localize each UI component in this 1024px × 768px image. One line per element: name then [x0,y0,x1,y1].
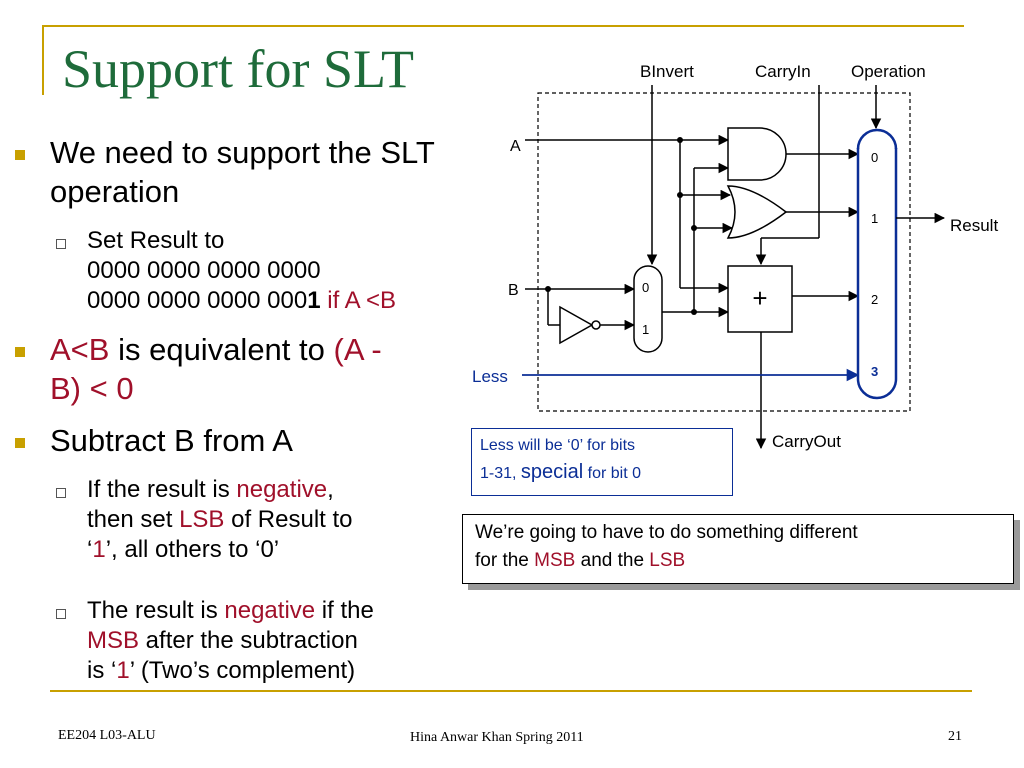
small-mux-1: 1 [642,322,649,337]
and-gate [727,127,787,181]
result-mux [857,129,897,399]
bullet-slt: We need to support the SLT operation [50,135,435,209]
bullet-equivalent: A<B is equivalent to (A - B) < 0 [50,332,382,406]
a-label: A [510,138,521,155]
adder [727,265,793,333]
carryin-label: CarryIn [755,62,811,81]
slide-title: Support for SLT [62,39,415,99]
big-mux-0: 0 [871,150,878,165]
sub-bullet-marker [56,609,66,619]
binvert-mux [633,265,663,353]
b-label: B [508,282,519,299]
msb-lsb-note-box: We’re going to have to do something diff… [462,514,1014,584]
footer-author: Hina Anwar Khan Spring 2011 [410,730,584,745]
sub-bullet-marker [56,239,66,249]
less-label: Less [472,367,508,386]
carryout-label: CarryOut [772,432,841,451]
big-mux-3: 3 [871,364,878,379]
bullet-subtract: Subtract B from A [50,423,293,458]
sub-bullet-set-result: Set Result to 0000 0000 0000 0000 0000 0… [87,227,396,314]
sub-bullet-negative-lsb: If the result is negative, then set LSB … [87,476,353,563]
sub-bullet-marker [56,488,66,498]
big-mux-2: 2 [871,292,878,307]
frame-bottom-line [50,690,972,692]
small-mux-0: 0 [642,280,649,295]
sub-bullet-msb: The result is negative if the MSB after … [87,597,374,684]
alu-boundary [537,92,911,412]
bullet-marker [15,347,25,357]
big-mux-1: 1 [871,211,878,226]
result-label: Result [950,216,998,235]
page-number: 21 [948,729,962,744]
bullet-marker [15,150,25,160]
inverter [559,305,594,345]
frame-top-line [42,25,964,27]
operation-label: Operation [851,62,926,81]
less-note-box: Less will be ‘0’ for bits 1-31, special … [471,428,733,496]
binvert-label: BInvert [640,62,694,81]
footer-course: EE204 L03-ALU [58,728,156,743]
adder-plus: + [752,283,767,313]
or-gate [726,185,788,239]
frame-left-line [42,25,44,95]
bullet-marker [15,438,25,448]
